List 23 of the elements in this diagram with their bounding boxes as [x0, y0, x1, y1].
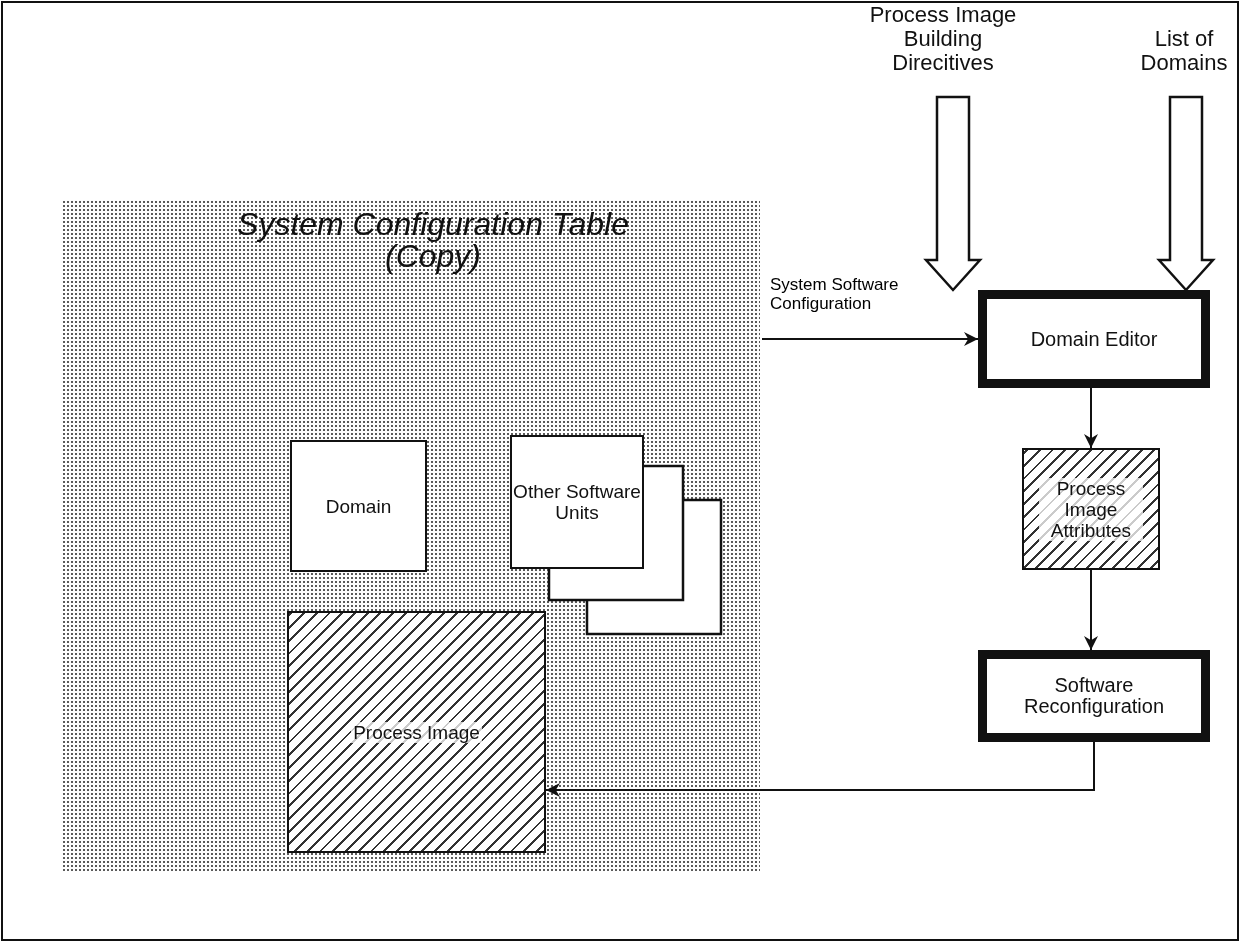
box-label: Process Image: [351, 721, 482, 743]
input-label: List of Domains: [1128, 3, 1240, 75]
box-label: Process Image Attributes: [1039, 477, 1143, 541]
hatched-box: [1022, 448, 1160, 570]
process-box: [978, 650, 1210, 742]
arrow: [1084, 569, 1098, 651]
arrow: [1084, 387, 1098, 449]
box-label: Other Software Units: [512, 481, 642, 523]
arrow: [545, 741, 1095, 797]
edge-label: System Software Configuration: [770, 275, 900, 313]
block-arrow: [923, 95, 983, 292]
hatched-box: [287, 611, 546, 853]
block-arrow: [1156, 95, 1216, 292]
table-title: System Configuration Table (Copy): [236, 208, 630, 272]
box-label: Domain: [325, 495, 392, 517]
stacked-unit-box: [510, 435, 644, 569]
table-panel: [62, 200, 760, 872]
arrow: [761, 332, 979, 346]
process-box: [978, 290, 1210, 388]
box-label: Domain Editor: [1030, 328, 1158, 350]
input-label: Process Image Building Direcitives: [858, 3, 1028, 75]
box-label: Software Reconfiguration: [1022, 675, 1166, 717]
unit-box: [290, 440, 427, 572]
